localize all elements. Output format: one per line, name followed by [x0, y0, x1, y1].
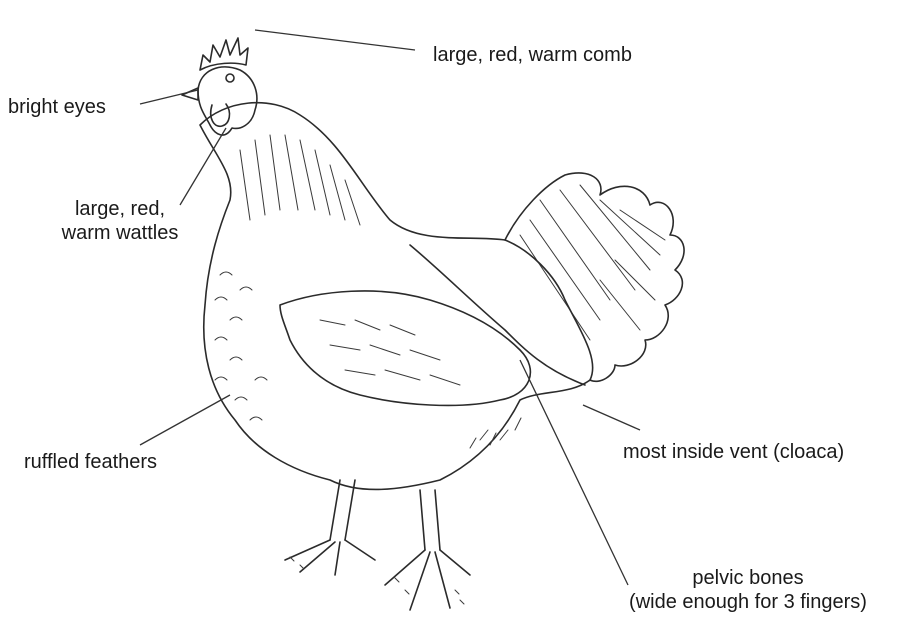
- eye-icon: [226, 74, 234, 82]
- label-wattles: large, red, warm wattles: [40, 197, 200, 245]
- leader-vent: [583, 405, 640, 430]
- leader-feathers: [140, 395, 230, 445]
- label-feathers: ruffled feathers: [24, 450, 157, 474]
- hen-head: [182, 38, 257, 135]
- tail-feathers: [505, 173, 684, 381]
- label-pelvic: pelvic bones (wide enough for 3 fingers): [603, 566, 893, 614]
- pelvic-bone-mark: [410, 245, 585, 385]
- comb-icon: [200, 38, 248, 70]
- leader-comb: [255, 30, 415, 50]
- leader-wattles: [180, 128, 226, 205]
- label-eyes: bright eyes: [8, 95, 106, 119]
- label-wattles-line2: warm wattles: [40, 221, 200, 245]
- label-pelvic-line2: (wide enough for 3 fingers): [603, 590, 893, 614]
- label-wattles-line1: large, red,: [40, 197, 200, 221]
- label-vent: most inside vent (cloaca): [623, 440, 844, 464]
- hen-body: [200, 103, 593, 490]
- leader-pelvic: [520, 360, 628, 585]
- hen-legs: [285, 480, 470, 610]
- label-comb: large, red, warm comb: [433, 43, 632, 67]
- label-pelvic-line1: pelvic bones: [603, 566, 893, 590]
